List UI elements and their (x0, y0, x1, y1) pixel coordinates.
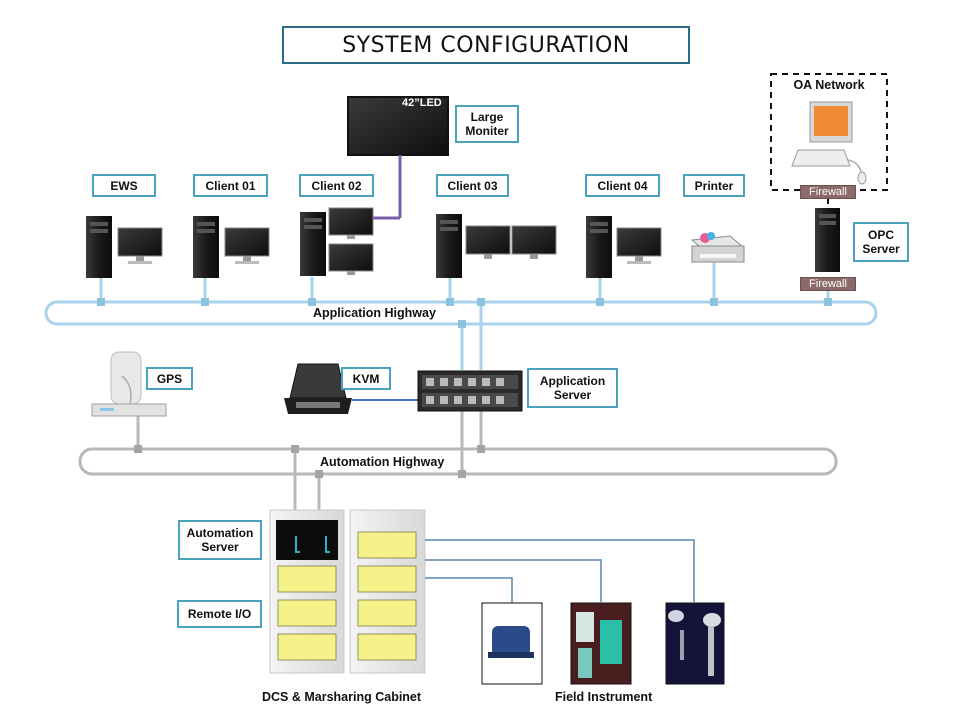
gps-label: GPS (146, 367, 193, 390)
client-04-workstation-icon (586, 216, 662, 278)
application-server-icon (417, 370, 523, 412)
automation-server-label: Automation Server (178, 520, 262, 560)
automation-highway-taps (134, 445, 485, 478)
application-highway-drops (99, 262, 830, 370)
oa-network-label: OA Network (793, 78, 865, 92)
large-monitor-label: Large Moniter (455, 105, 519, 143)
application-highway-label: Application Highway (313, 306, 436, 320)
field-instrument-caption: Field Instrument (555, 690, 653, 704)
ews-label: EWS (92, 174, 156, 197)
opc-server-icon (815, 208, 840, 272)
client-01-label: Client 01 (193, 174, 268, 197)
page-title: SYSTEM CONFIGURATION (282, 26, 690, 64)
application-server-label: Application Server (527, 368, 618, 408)
field-wiring (425, 539, 695, 604)
client-03-label: Client 03 (436, 174, 509, 197)
application-highway-taps (97, 298, 832, 328)
dcs-cabinet-right (349, 509, 426, 674)
client-04-label: Client 04 (585, 174, 660, 197)
field-instrument-photo-1 (570, 602, 632, 685)
printer-icon (690, 232, 746, 263)
firewall-bottom: Firewall (800, 277, 856, 291)
led-size-label: 42”LED (402, 97, 442, 109)
opc-server-label: OPC Server (853, 222, 909, 262)
client-03-workstation-icon (436, 214, 557, 278)
client-01-workstation-icon (193, 216, 270, 278)
kvm-label: KVM (341, 367, 391, 390)
automation-highway-label: Automation Highway (320, 455, 445, 469)
motor-icon (481, 602, 543, 685)
firewall-top: Firewall (800, 185, 856, 199)
remote-io-label: Remote I/O (177, 600, 262, 628)
dcs-cabinet-caption: DCS & Marsharing Cabinet (262, 690, 422, 704)
large-monitor-icon (347, 96, 449, 220)
client-02-label: Client 02 (299, 174, 374, 197)
printer-label: Printer (683, 174, 745, 197)
client-02-workstation-icon (300, 207, 374, 276)
field-instrument-photo-2 (665, 602, 725, 685)
gps-icon (91, 351, 167, 417)
ews-workstation-icon (86, 216, 163, 278)
automation-highway-drops (136, 410, 483, 512)
kvm-icon (284, 363, 418, 414)
dcs-cabinet-left (269, 509, 345, 674)
oa-network-zone (770, 73, 888, 204)
